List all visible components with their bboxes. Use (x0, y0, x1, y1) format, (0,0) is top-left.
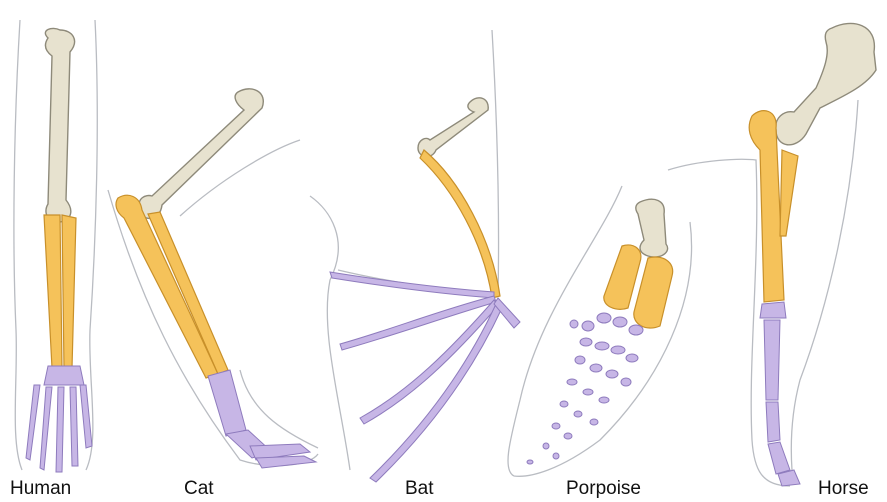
human-limb (14, 20, 97, 472)
label-human: Human (10, 478, 71, 500)
label-bat: Bat (405, 478, 434, 500)
bat-humerus (418, 98, 488, 157)
bat-wing-outline (310, 30, 499, 470)
human-radius-ulna (44, 215, 76, 368)
cat-leg-outline (108, 140, 318, 466)
porpoise-limb (508, 186, 692, 476)
label-porpoise: Porpoise (566, 478, 641, 500)
cat-radius-ulna (116, 195, 228, 378)
label-cat: Cat (184, 478, 214, 500)
horse-humerus (776, 23, 876, 144)
porpoise-flipper-bones (527, 313, 643, 464)
bat-wing-fingers (330, 272, 520, 482)
porpoise-humerus (636, 199, 668, 257)
human-humerus (45, 28, 74, 222)
horse-limb (668, 23, 876, 486)
cat-limb (108, 89, 318, 468)
label-horse: Horse (818, 478, 869, 500)
cat-paw-bones (208, 370, 316, 468)
porpoise-radius-ulna (604, 245, 673, 328)
human-hand-bones (26, 366, 92, 472)
horse-hoof-bones (760, 302, 800, 486)
bat-radius (420, 150, 500, 298)
cat-humerus (139, 89, 263, 219)
bat-limb (310, 30, 520, 482)
